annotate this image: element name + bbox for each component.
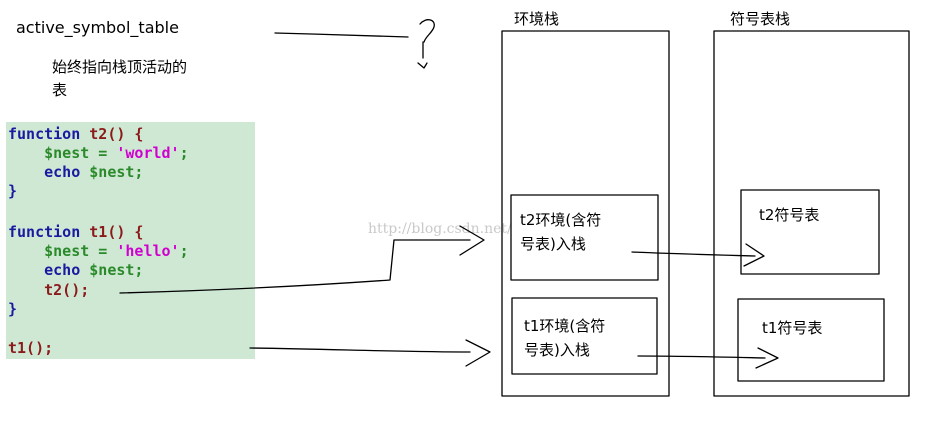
env-item-t2-line2: 号表)入栈: [520, 235, 586, 253]
code-line-t1-decl: function t1() {: [8, 223, 144, 241]
env-item-t1: t1环境(含符 号表)入栈: [524, 314, 605, 362]
env-item-t1-line2: 号表)入栈: [524, 341, 590, 359]
code-line-t1-close: }: [8, 300, 18, 318]
env-stack-box: [501, 30, 670, 397]
t2-call-connector: [119, 239, 471, 294]
fn-parens: () {: [107, 125, 144, 143]
pointer-arrowhead: [417, 62, 428, 69]
symbol-item-t1: t1符号表: [762, 319, 823, 337]
pointer-description-line1: 始终指向栈顶活动的: [52, 58, 188, 76]
code-line-t2-decl: function t2() {: [8, 125, 143, 144]
t1-call-arrowhead: [465, 339, 491, 367]
pointer-description-line2: 表: [52, 81, 68, 99]
pointer-line: [274, 32, 409, 38]
t2-call-arrowhead: [459, 225, 485, 256]
code-line-t2-close: }: [8, 182, 18, 200]
code-line-t2-body2: echo $nest;: [8, 163, 144, 181]
symbol-stack-box: [713, 30, 910, 397]
env-item-t1-box: [511, 297, 658, 375]
symbol-stack-title: 符号表栈: [730, 10, 791, 28]
env-item-t2: t2环境(含符 号表)入栈: [520, 208, 601, 256]
active-symbol-table-label: active_symbol_table: [16, 18, 179, 37]
symbol-item-t1-box: [737, 298, 885, 382]
t2-env-to-symbol-arrowhead: [743, 243, 765, 267]
watermark: http://blog.csdn.net/: [368, 221, 512, 237]
env-stack-title: 环境栈: [514, 10, 560, 28]
code-block-background: [6, 122, 255, 359]
t1-env-to-symbol-line: [637, 355, 766, 359]
pointer-description: 始终指向栈顶活动的 表: [52, 56, 187, 102]
code-line-t1-body3: t2();: [8, 281, 90, 299]
t1-call-connector: [249, 347, 471, 353]
t1-env-to-symbol-arrowhead: [755, 347, 779, 369]
symbol-item-t2: t2符号表: [759, 206, 820, 224]
env-item-t2-box: [510, 194, 659, 281]
env-item-t2-line1: t2环境(含符: [520, 211, 602, 229]
code-line-t1-call: t1();: [8, 339, 54, 357]
t2-env-to-symbol-line: [631, 251, 756, 257]
env-item-t1-line1: t1环境(含符: [524, 317, 606, 335]
code-line-t1-body2: echo $nest;: [8, 261, 144, 279]
symbol-item-t2-box: [740, 189, 880, 275]
pointer-squiggle: [419, 19, 435, 43]
fn-name-t2: t2: [89, 125, 108, 143]
code-line-t2-body1: $nest = 'world';: [8, 144, 189, 162]
code-line-t1-body1: $nest = 'hello';: [8, 242, 189, 260]
keyword-function: function: [8, 125, 81, 143]
